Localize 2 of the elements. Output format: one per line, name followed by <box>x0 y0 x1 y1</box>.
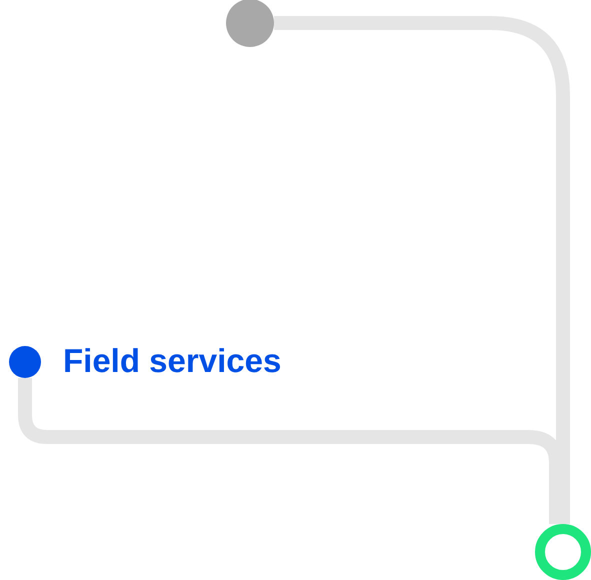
branch-label: Field services <box>63 344 282 377</box>
connector-line <box>274 16 570 524</box>
